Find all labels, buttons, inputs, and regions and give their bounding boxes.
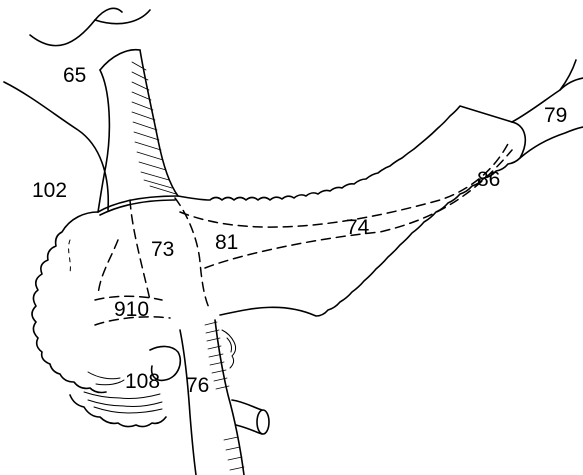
pancreas-body-tail bbox=[178, 60, 583, 316]
label-86: 86 bbox=[477, 168, 500, 191]
label-74: 74 bbox=[346, 216, 370, 239]
label-108: 108 bbox=[125, 370, 160, 393]
label-65: 65 bbox=[63, 64, 86, 87]
label-910: 910 bbox=[114, 298, 149, 321]
label-73: 73 bbox=[151, 238, 174, 261]
label-79: 79 bbox=[544, 104, 567, 127]
upper-vessel bbox=[4, 8, 178, 212]
label-76: 76 bbox=[186, 374, 209, 397]
label-81: 81 bbox=[215, 231, 238, 254]
label-102: 102 bbox=[32, 179, 67, 202]
